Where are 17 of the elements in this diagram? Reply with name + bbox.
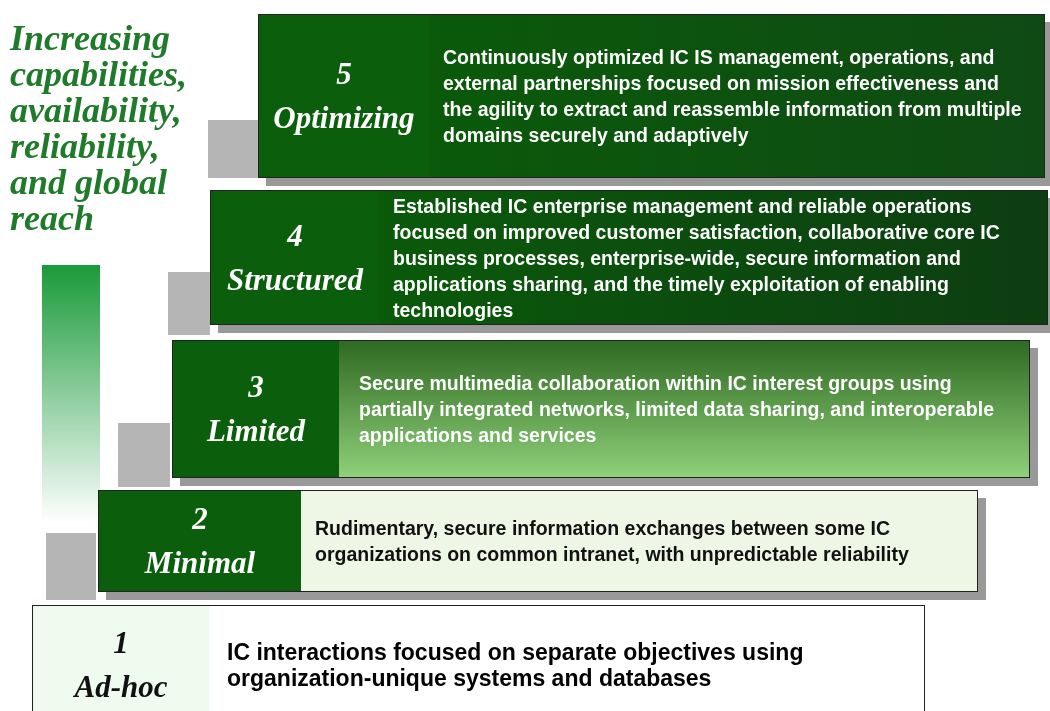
level-name: Ad-hoc xyxy=(74,668,168,706)
level-number: 3 xyxy=(248,368,264,406)
level-number: 2 xyxy=(192,500,208,538)
level-name: Structured xyxy=(226,260,364,299)
level-name: Minimal xyxy=(144,544,256,582)
level-description: Established IC enterprise management and reliable operations focused on improved customer satisfaction, collaborative core IC business processes, enterprise-wide, secure information and applications sharing, and the timely exploitation of enabling technologies xyxy=(393,193,1001,323)
level-band xyxy=(32,605,925,711)
level-description: Rudimentary, secure information exchanges between some IC organizations on common intranet, with unpredictable reliability xyxy=(315,516,910,567)
level-number: 5 xyxy=(336,55,352,93)
level-number: 1 xyxy=(113,624,129,662)
level-description: Secure multimedia collaboration within IC interest groups using partially integrated networks, limited data sharing, and interoperable applications and services xyxy=(359,371,995,448)
level-description: IC interactions focused on separate objectives using organization-unique systems and databases xyxy=(227,639,805,691)
level-name: Limited xyxy=(206,412,306,450)
level-name: Optimizing xyxy=(273,99,415,137)
level-description: Continuously optimized IC IS management, operations, and external partnerships focused on mission effectiveness and the agility to extract and reassemble information from multiple domains securely and adaptively xyxy=(443,45,1023,148)
annotation-text: Increasing capabilities, availability, reliability, and global reach xyxy=(10,20,188,236)
level-number: 4 xyxy=(287,216,303,255)
